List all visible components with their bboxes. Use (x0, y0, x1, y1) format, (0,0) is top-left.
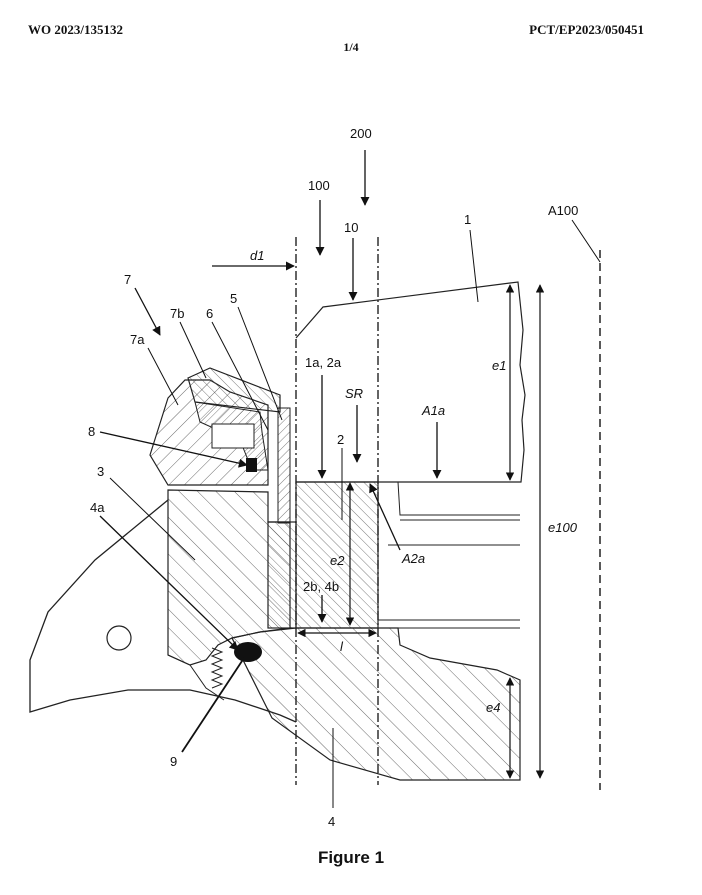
publication-number: WO 2023/135132 (28, 22, 123, 37)
inner-slot (211, 423, 255, 449)
arrow-4a (99, 515, 239, 651)
leader-7a (147, 347, 179, 406)
bore-details (378, 481, 520, 629)
o-ring-9 (234, 642, 262, 662)
leader-1 (469, 229, 479, 303)
label-8: 8 (88, 424, 95, 439)
label-3: 3 (97, 464, 104, 479)
leader-A100 (571, 219, 601, 263)
label-e1: e1 (492, 358, 506, 373)
label-d1: d1 (250, 248, 264, 263)
label-A2a: A2a (401, 551, 425, 566)
label-7: 7 (124, 272, 131, 287)
label-1: 1 (464, 212, 471, 227)
label-4: 4 (328, 814, 335, 829)
label-l: l (340, 639, 344, 654)
bell-shell (29, 499, 297, 723)
part-2-lower-block (267, 521, 297, 629)
part-7b-body (187, 367, 281, 413)
sheet-number: 1/4 (343, 40, 359, 54)
label-e100: e100 (548, 520, 578, 535)
thread-zone (210, 647, 224, 689)
label-6: 6 (206, 306, 213, 321)
part-4-body (231, 627, 521, 781)
arrow-A2a (369, 483, 401, 551)
figure-caption: Figure 1 (317, 848, 385, 867)
label-100: 100 (308, 178, 330, 193)
label-200: 200 (350, 126, 372, 141)
label-10: 10 (344, 220, 358, 235)
application-number: PCT/EP2023/050451 (529, 22, 644, 37)
label-A100: A100 (548, 203, 578, 218)
arrow-7 (134, 287, 161, 336)
label-e2: e2 (330, 553, 345, 568)
label-2: 2 (337, 432, 344, 447)
arrow-8 (99, 431, 248, 468)
leader-9 (181, 657, 245, 753)
seal-8 (246, 458, 257, 472)
label-4a: 4a (90, 500, 105, 515)
leader-3 (109, 477, 196, 561)
part-1-outline (295, 281, 526, 483)
label-1a2a: 1a, 2a (305, 355, 342, 370)
label-5: 5 (230, 291, 237, 306)
leader-7b (179, 321, 207, 379)
leader-5 (237, 306, 283, 421)
label-9: 9 (170, 754, 177, 769)
label-A1a: A1a (421, 403, 445, 418)
label-2b4b: 2b, 4b (303, 579, 339, 594)
label-7a: 7a (130, 332, 145, 347)
label-e4: e4 (486, 700, 500, 715)
leader-6 (211, 321, 269, 431)
label-7b: 7b (170, 306, 184, 321)
hole-circle (106, 625, 132, 651)
label-SR: SR (345, 386, 363, 401)
part-5-sleeve (277, 407, 291, 524)
bell-shell-inner (167, 654, 225, 701)
